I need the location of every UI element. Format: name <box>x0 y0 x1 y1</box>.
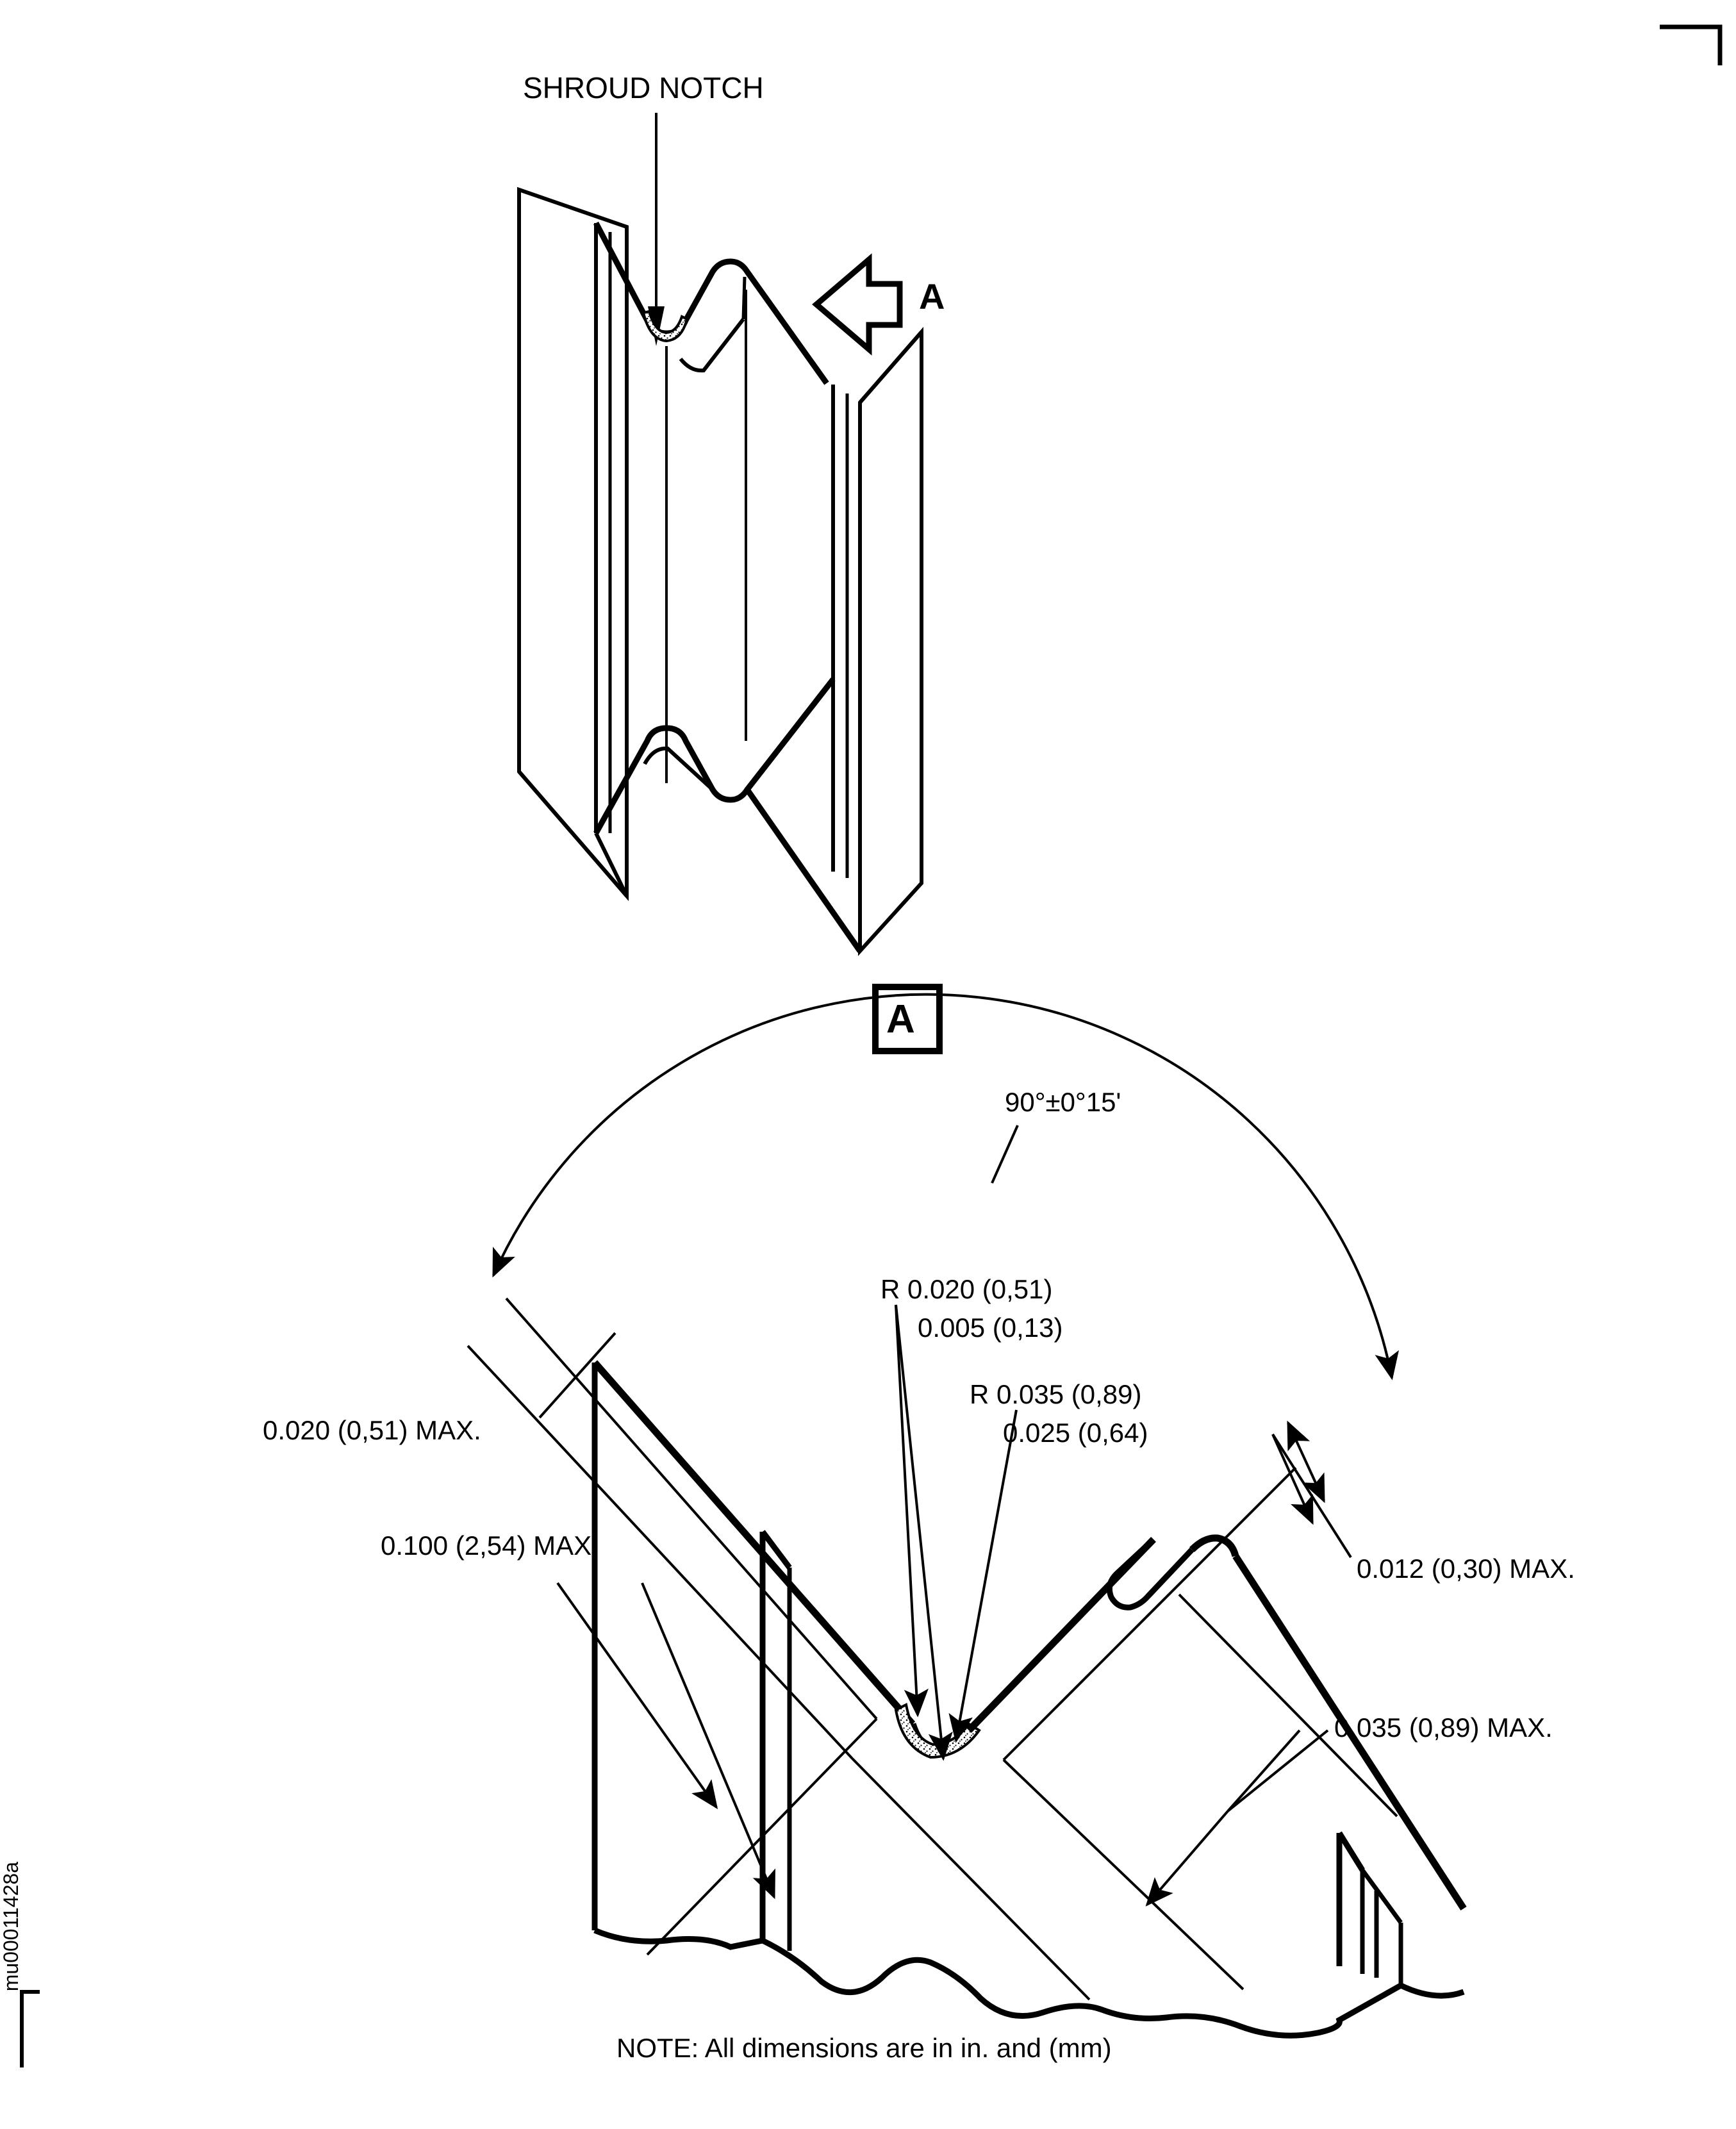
dim-035-leader <box>1145 1729 1329 1907</box>
corrugation-bottom-profile <box>593 677 836 835</box>
view-arrow-label-a: A <box>919 276 945 317</box>
construction-line-1 <box>851 1757 1091 2001</box>
notch-back-fold <box>679 318 745 373</box>
construction-line-3 <box>646 1718 878 1956</box>
thickness-gap-arrows <box>1287 1420 1325 1504</box>
right-ridge-peak <box>1189 1534 1239 1557</box>
panel-right-top-edge <box>858 331 923 404</box>
right-leg-inner-line2 <box>1178 1593 1398 1818</box>
right-ridge-return-fold <box>1106 1537 1195 1611</box>
dimension-035-max-label: 0.035 (0,89) MAX. <box>1334 1712 1553 1743</box>
crop-mark-top-right <box>1660 24 1723 65</box>
left-leg-outer-edge <box>591 1360 916 1727</box>
notch-back-fold-riser <box>741 276 747 320</box>
left-rib-top-edge <box>760 1530 792 1570</box>
radius-outer-leaders <box>948 1409 1018 1743</box>
figure-id-bracket <box>20 1990 40 2067</box>
detail-view-label-box <box>872 984 943 1054</box>
dim-020-leader <box>538 1332 616 1419</box>
shroud-notch-title: SHROUD NOTCH <box>523 71 764 104</box>
right-leg-inner-line <box>1002 1466 1297 1761</box>
radius-inner-label-line2: 0.005 (0,13) <box>918 1313 1063 1343</box>
bottom-edge-left-join <box>594 832 629 897</box>
break-line-bottom <box>593 1927 1465 2039</box>
v-root-stipple-fill <box>894 1703 981 1759</box>
radius-outer-label-line1: R 0.035 (0,89) <box>970 1379 1142 1409</box>
detail-view-a <box>467 993 1467 2039</box>
dimension-020-max-label: 0.020 (0,51) MAX. <box>263 1415 481 1445</box>
radius-inner-leaders <box>895 1304 953 1761</box>
dim-100-leader <box>556 1582 775 1900</box>
dim-012-leader <box>1271 1433 1352 1559</box>
radius-outer-label-line2: 0.025 (0,64) <box>1003 1418 1148 1448</box>
right-rib-top2 <box>1360 1868 1403 1925</box>
drawing-note: NOTE: All dimensions are in in. and (mm) <box>616 2033 1112 2063</box>
bottom-edge-left <box>517 770 629 897</box>
bottom-notch-fold <box>643 746 715 791</box>
dimension-100-max-label: 0.100 (2,54) MAX. <box>381 1530 599 1561</box>
angle-text-leader <box>991 1125 1019 1184</box>
right-rib-top1 <box>1337 1831 1365 1872</box>
bottom-edge-to-right <box>745 788 863 953</box>
angle-dimension-label: 90°±0°15' <box>1005 1087 1121 1117</box>
view-direction-arrow-a <box>812 253 903 356</box>
isometric-shroud-view <box>517 113 923 956</box>
right-leg-descending-edge <box>1232 1554 1467 1910</box>
panel-right-end-face <box>858 327 923 956</box>
dimension-012-max-label: 0.012 (0,30) MAX. <box>1357 1553 1575 1584</box>
construction-line-2 <box>1002 1759 1244 1991</box>
figure-id-label: mu00011428a <box>0 1862 22 1992</box>
angle-dimension-arc <box>492 993 1399 1380</box>
radius-inner-label-line1: R 0.020 (0,51) <box>880 1274 1053 1304</box>
left-leg-inner-line <box>505 1297 878 1720</box>
notch-stipple-fill <box>641 310 689 343</box>
detail-view-label-a: A <box>886 997 915 1041</box>
